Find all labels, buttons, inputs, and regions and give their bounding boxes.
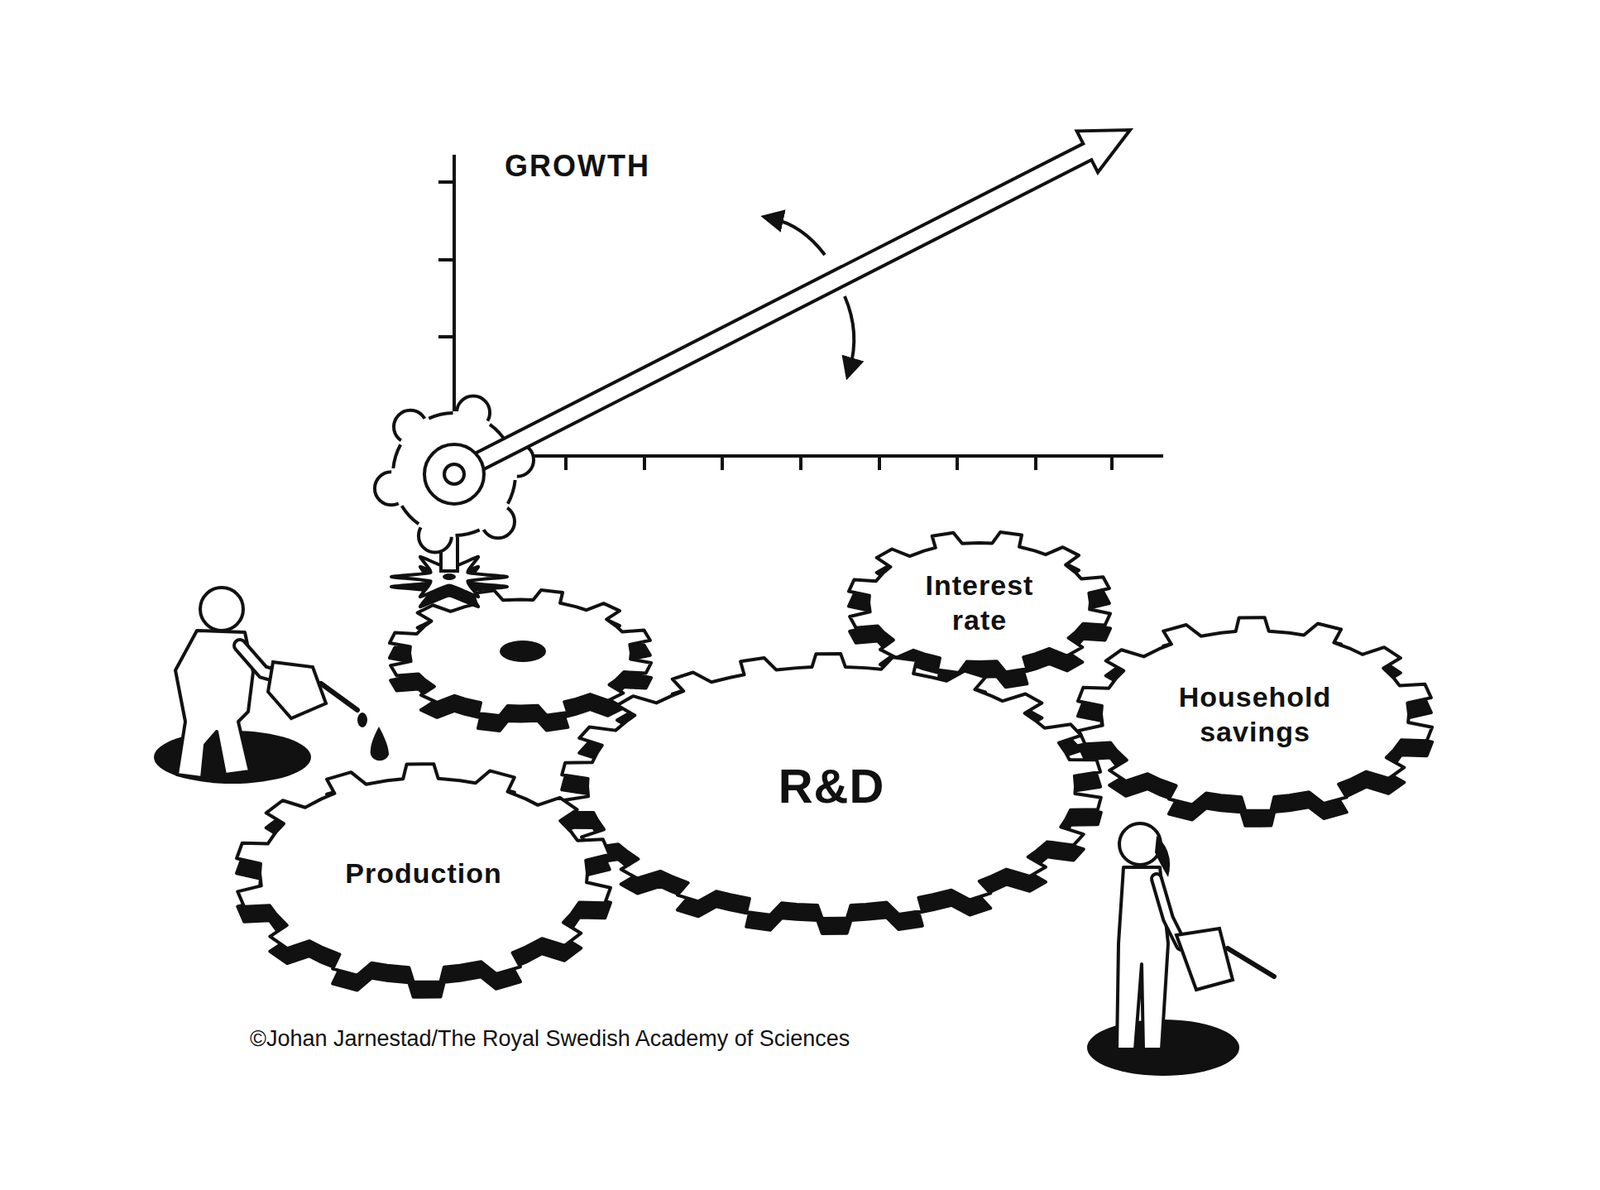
gear-label: Interest rate xyxy=(907,567,1053,638)
axis-tick xyxy=(438,180,455,184)
gear-outline xyxy=(1076,617,1434,811)
gear-face xyxy=(848,531,1111,673)
gear-label: Production xyxy=(344,855,502,892)
rotate-arrow xyxy=(771,218,825,255)
worker-head xyxy=(1119,823,1161,865)
gear-rim xyxy=(392,444,401,469)
gear-face xyxy=(236,763,611,983)
rotate-arrow xyxy=(844,296,854,369)
ponytail xyxy=(1154,835,1170,877)
can-spout xyxy=(320,683,358,710)
axis-tick xyxy=(564,455,568,470)
gear-node: Household savings xyxy=(1076,617,1434,811)
drive-gear xyxy=(389,589,652,731)
worker-head xyxy=(200,587,244,631)
gear-shape xyxy=(561,653,1102,934)
gear-rim xyxy=(507,479,516,504)
gear-body xyxy=(391,411,518,537)
gear-shape xyxy=(236,763,611,997)
axis-tick xyxy=(955,455,959,470)
axis-tick xyxy=(1034,455,1038,470)
gear-label: Household savings xyxy=(1159,679,1351,750)
oil-drop xyxy=(357,712,368,728)
gear-node: Interest rate xyxy=(847,531,1112,674)
gear-hole xyxy=(442,573,456,580)
gear-node: Production xyxy=(234,763,613,983)
can-spout xyxy=(1227,948,1275,977)
gear-rim xyxy=(402,505,419,524)
hub-gear xyxy=(374,395,534,552)
copyright-note: ©Johan Jarnestad/The Royal Swedish Acade… xyxy=(249,1025,850,1052)
arrow-core xyxy=(459,149,1093,472)
axis-tick xyxy=(438,335,455,339)
axis-tick xyxy=(1110,455,1114,470)
axis-tick xyxy=(642,455,647,470)
oil-can xyxy=(1176,928,1233,990)
gear-face xyxy=(1077,617,1433,811)
x-axis xyxy=(452,454,1164,458)
gear-rim xyxy=(428,412,453,419)
gear-outline xyxy=(847,531,1112,674)
gear-label: R&D xyxy=(778,756,886,817)
worker-left xyxy=(153,587,389,784)
axis-tick xyxy=(438,258,455,262)
oil-drop xyxy=(370,726,389,761)
axis-title: GROWTH xyxy=(504,148,651,184)
worker-right xyxy=(1087,823,1275,1076)
axis-tick xyxy=(799,455,803,470)
growth-arrow xyxy=(450,129,1131,483)
gear-rim xyxy=(455,529,480,536)
oil-can xyxy=(268,661,326,719)
hub-ring xyxy=(424,444,484,504)
axis-tick xyxy=(877,455,882,470)
gear-face xyxy=(561,653,1102,919)
hub-pin xyxy=(444,464,465,484)
axis-tick xyxy=(720,455,724,470)
gear-node: R&D xyxy=(560,653,1102,919)
gear-face xyxy=(389,589,652,716)
gear-shape xyxy=(1077,617,1433,826)
gear-hole xyxy=(499,640,547,662)
